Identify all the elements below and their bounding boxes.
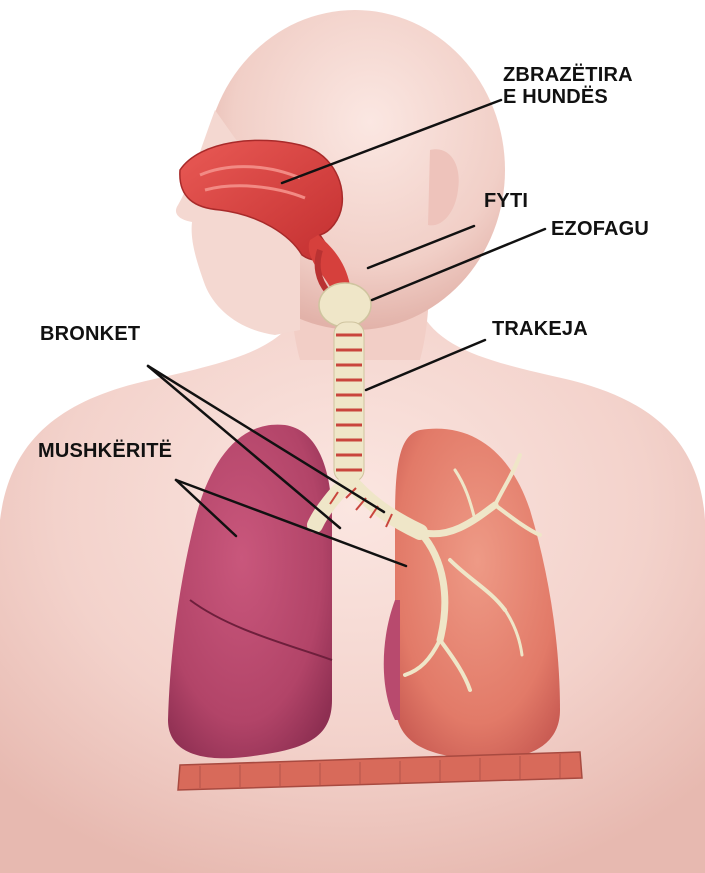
label-lungs: MUSHKËRITË: [38, 440, 172, 462]
label-bronchi: BRONKET: [40, 323, 140, 345]
larynx: [319, 283, 371, 327]
label-nasal-cavity-line1: ZBRAZËTIRA: [503, 64, 633, 86]
label-trachea: TRAKEJA: [492, 318, 588, 340]
label-pharynx: FYTI: [484, 190, 528, 212]
label-nasal-cavity-line2: E HUNDËS: [503, 86, 633, 108]
label-nasal-cavity: ZBRAZËTIRA E HUNDËS: [503, 64, 633, 108]
trachea: [334, 322, 364, 482]
label-esophagus: EZOFAGU: [551, 218, 649, 240]
